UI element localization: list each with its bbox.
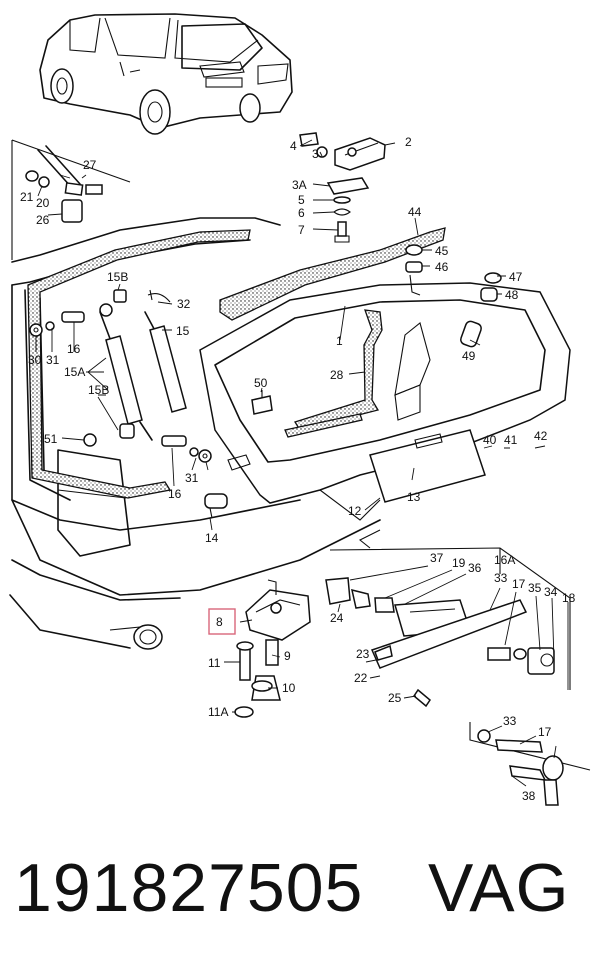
label-16: 16 [168,487,182,501]
callout-labels: 2 3 4 3A 5 6 7 44 45 46 47 48 49 1 28 50… [20,135,576,803]
gas-struts [99,289,187,441]
label-30: 30 [28,353,42,367]
handle-assembly [325,547,571,708]
label-28: 28 [330,368,344,382]
label-17b: 17 [538,725,552,739]
label-41: 41 [504,433,518,447]
label-33b: 33 [503,714,517,728]
label-12: 12 [348,504,362,518]
label-15: 15 [176,324,190,338]
label-32: 32 [177,297,191,311]
striker-8 [234,579,311,718]
label-45: 45 [435,244,449,258]
label-20: 20 [36,196,50,210]
label-46: 46 [435,260,449,274]
label-34: 34 [544,585,558,599]
door-seal [27,229,251,499]
clip-50 [251,390,273,415]
stop-buffers [405,244,502,302]
car-thumbnail [39,13,293,135]
tailgate-exploded-view: 2 3 4 3A 5 6 7 44 45 46 47 48 49 1 28 50… [9,13,591,806]
label-27: 27 [83,158,97,172]
label-1: 1 [336,334,343,348]
strut-fasteners-left [29,311,251,471]
label-4: 4 [290,139,297,153]
label-24: 24 [330,611,344,625]
leader-lines [35,139,569,787]
hinge-assembly [299,132,386,243]
label-22: 22 [354,671,368,685]
label-44: 44 [408,205,422,219]
label-19: 19 [452,556,466,570]
label-38: 38 [522,789,536,803]
label-3: 3 [312,147,319,161]
strut-mount-inset [11,139,131,260]
label-31: 31 [185,471,199,485]
label-35: 35 [528,581,542,595]
brand-name: VAG [428,850,570,926]
label-48: 48 [505,288,519,302]
label-15b-top: 15B [107,270,128,284]
label-42: 42 [534,429,548,443]
label-16-top: 16 [67,342,81,356]
label-7: 7 [298,223,305,237]
label-23: 23 [356,647,370,661]
label-50: 50 [254,376,268,390]
bump-stop-14 [204,493,228,519]
label-31-top: 31 [46,353,60,367]
rubber-plug [460,320,482,348]
label-17: 17 [512,577,526,591]
label-25: 25 [388,691,402,705]
part-number: 191827505 [14,850,364,926]
footer: 191827505 VAG [0,842,600,952]
label-36: 36 [468,561,482,575]
label-5: 5 [298,193,305,207]
label-33: 33 [494,571,508,585]
label-8: 8 [216,615,223,629]
label-26: 26 [36,213,50,227]
label-37: 37 [430,551,444,565]
label-2: 2 [405,135,412,149]
bump-stop [83,433,97,447]
label-47: 47 [509,270,523,284]
label-18: 18 [562,591,576,605]
label-15a: 15A [64,365,85,379]
label-21: 21 [20,190,34,204]
label-10: 10 [282,681,296,695]
label-11: 11 [208,656,221,670]
highlight-box [208,608,236,635]
label-3a: 3A [292,178,307,192]
label-13: 13 [407,490,421,504]
label-14: 14 [205,531,219,545]
label-49: 49 [462,349,476,363]
label-6: 6 [298,206,305,220]
label-15b: 15B [88,383,109,397]
label-9: 9 [284,649,291,663]
label-11a: 11A [208,705,228,719]
spoiler [219,227,446,321]
label-16a: 16A [494,553,515,567]
window-seal-strip [284,413,363,438]
label-51: 51 [44,432,58,446]
label-40: 40 [483,433,497,447]
